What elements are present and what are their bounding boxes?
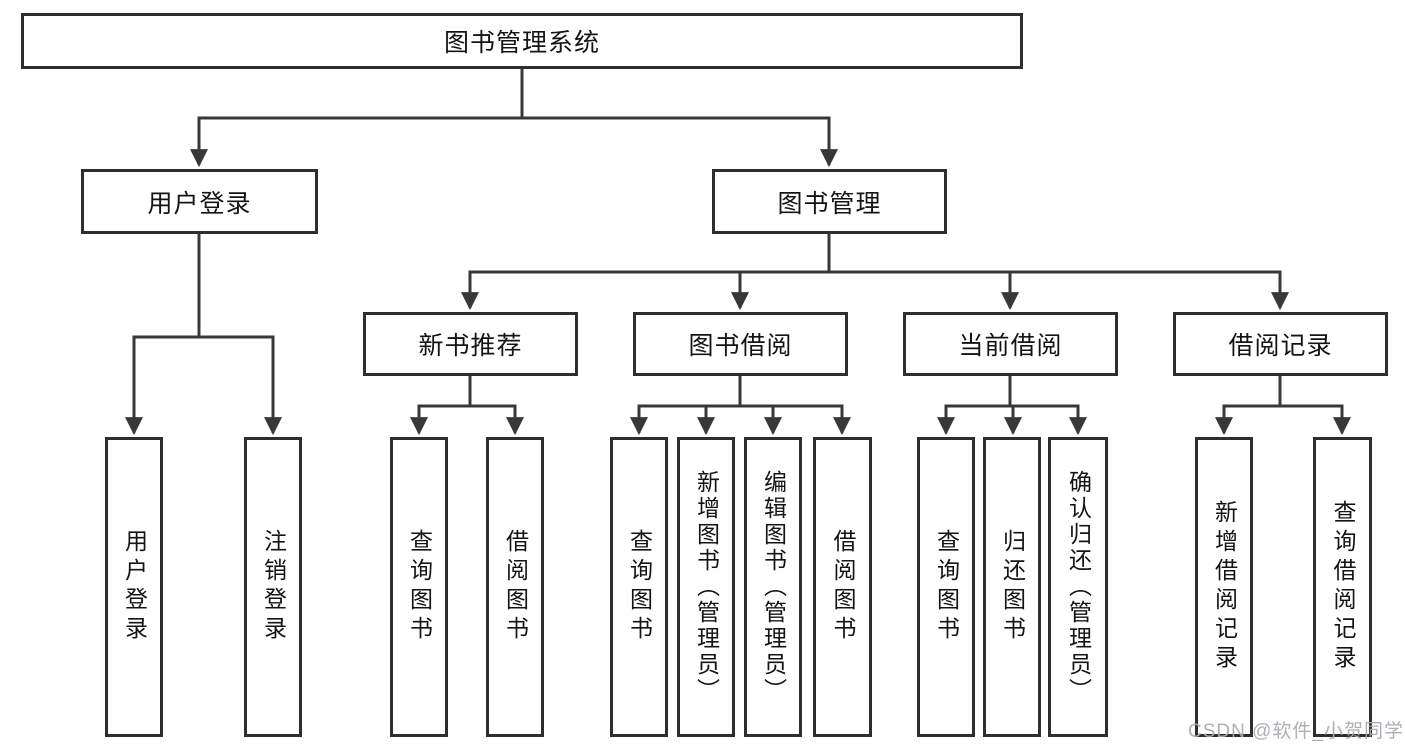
node-borrowing-records: 借阅记录 <box>1173 312 1388 376</box>
leaf-confirm-return-admin: 确认归还（管理员） <box>1048 437 1108 737</box>
leaf-return-books: 归还图书 <box>983 437 1041 737</box>
leaf-user-login: 用户登录 <box>105 437 163 737</box>
leaf-add-books-admin-label: 新增图书（管理员） <box>693 470 720 704</box>
leaf-query-books-current: 查询图书 <box>917 437 975 737</box>
csdn-watermark: CSDN @软件_小贺同学 <box>1188 721 1404 742</box>
leaf-query-borrow-record-label: 查询借阅记录 <box>1330 500 1356 674</box>
leaf-edit-books-admin: 编辑图书（管理员） <box>744 437 802 737</box>
leaf-query-borrow-record: 查询借阅记录 <box>1313 437 1372 737</box>
leaf-confirm-return-admin-label: 确认归还（管理员） <box>1065 470 1092 704</box>
leaf-borrow-books-recommend-label: 借阅图书 <box>502 529 529 645</box>
node-new-book-recommend: 新书推荐 <box>363 312 578 376</box>
leaf-return-books-label: 归还图书 <box>999 529 1026 645</box>
leaf-add-borrow-record: 新增借阅记录 <box>1195 437 1253 737</box>
leaf-borrow-books-borrowing: 借阅图书 <box>813 437 872 737</box>
leaf-user-login-label: 用户登录 <box>121 529 148 645</box>
node-book-management: 图书管理 <box>712 169 947 234</box>
node-root: 图书管理系统 <box>21 13 1023 69</box>
leaf-query-books-current-label: 查询图书 <box>933 529 960 645</box>
node-book-borrowing: 图书借阅 <box>633 312 848 376</box>
leaf-edit-books-admin-label: 编辑图书（管理员） <box>760 470 787 704</box>
leaf-borrow-books-borrowing-label: 借阅图书 <box>830 529 856 645</box>
leaf-query-books-recommend-label: 查询图书 <box>406 529 433 645</box>
leaf-query-books-borrowing-label: 查询图书 <box>626 529 653 645</box>
node-current-borrowing: 当前借阅 <box>903 312 1118 376</box>
leaf-logout-label: 注销登录 <box>260 529 287 645</box>
node-user-login: 用户登录 <box>81 169 318 234</box>
leaf-query-books-recommend: 查询图书 <box>390 437 448 737</box>
leaf-borrow-books-recommend: 借阅图书 <box>486 437 544 737</box>
leaf-query-books-borrowing: 查询图书 <box>610 437 668 737</box>
leaf-logout: 注销登录 <box>244 437 302 737</box>
leaf-add-books-admin: 新增图书（管理员） <box>677 437 735 737</box>
leaf-add-borrow-record-label: 新增借阅记录 <box>1211 500 1238 674</box>
